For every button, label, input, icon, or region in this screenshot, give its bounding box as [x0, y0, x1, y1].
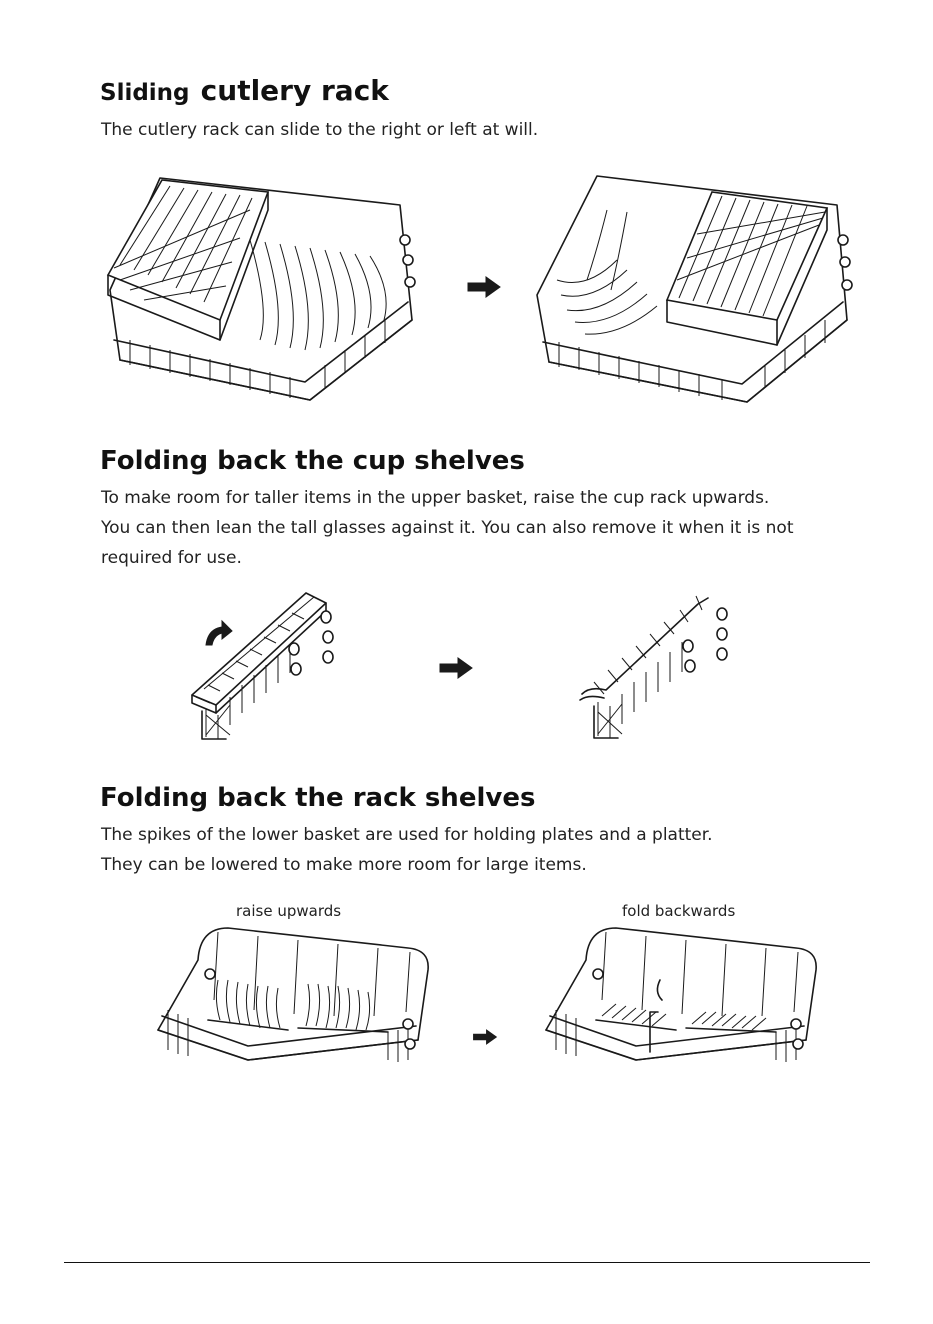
section-title-rack-shelves: Folding back the rack shelves: [100, 783, 536, 813]
section-title-sliding-cutlery-rack: Sliding cutlery rack: [100, 70, 389, 108]
cup-shelves-description-line-3: required for use.: [101, 548, 242, 568]
lower-basket-spikes-raised-illustration: [157, 927, 429, 1062]
cup-shelves-description-line-2: You can then lean the tall glasses again…: [101, 518, 794, 538]
cutlery-rack-left-illustration: [106, 177, 416, 401]
footer-divider: [64, 1262, 870, 1263]
title-word-sliding: Sliding: [100, 80, 190, 106]
caption-raise-upwards: raise upwards: [236, 902, 342, 920]
caption-fold-backwards: fold backwards: [622, 902, 736, 920]
curved-up-arrow-icon: [205, 619, 233, 646]
sliding-rack-description: The cutlery rack can slide to the right …: [101, 120, 539, 140]
cup-shelf-folded-illustration: [579, 595, 728, 739]
lower-basket-spikes-folded-illustration: [545, 927, 817, 1062]
section-title-cup-shelves: Folding back the cup shelves: [100, 446, 525, 476]
rack-shelves-description-line-1: The spikes of the lower basket are used …: [101, 825, 713, 845]
cup-shelf-raised-illustration: [191, 592, 334, 740]
rack-shelves-description-line-2: They can be lowered to make more room fo…: [101, 855, 587, 875]
right-arrow-icon: [467, 276, 501, 298]
cutlery-rack-right-illustration: [536, 175, 853, 403]
right-arrow-icon: [439, 657, 473, 679]
cup-shelves-description-line-1: To make room for taller items in the upp…: [101, 488, 770, 508]
right-arrow-icon: [473, 1029, 498, 1045]
title-words-cutlery-rack: cutlery rack: [200, 74, 389, 107]
